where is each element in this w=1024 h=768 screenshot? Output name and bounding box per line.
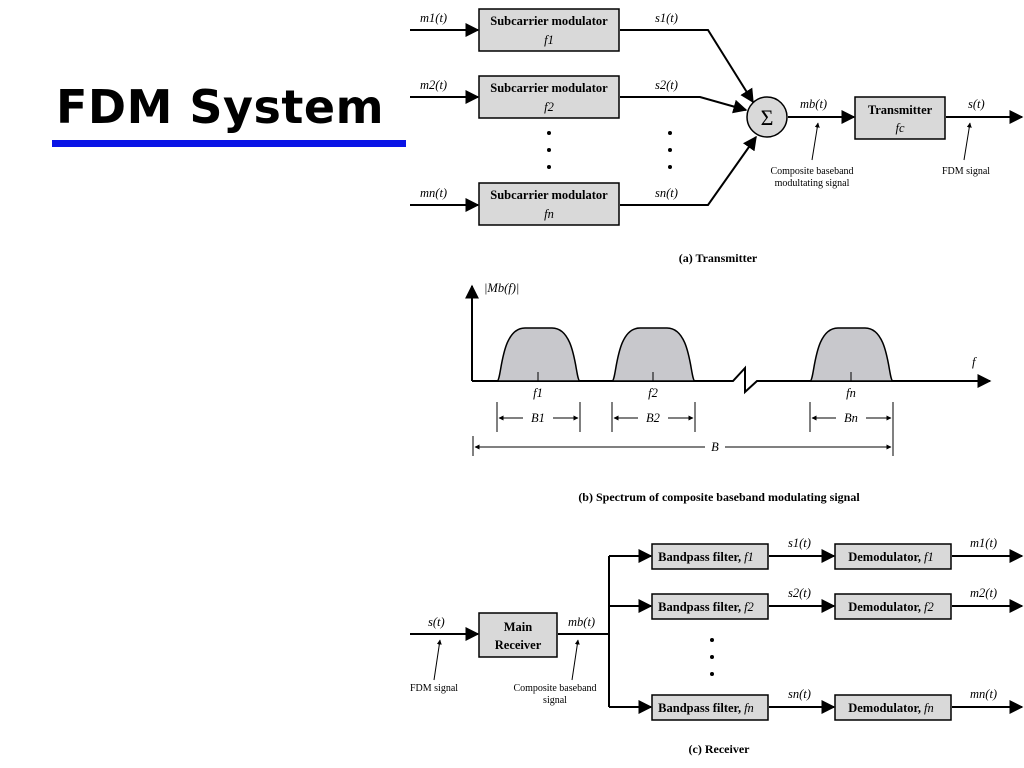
- fdm-pointer: [963, 122, 972, 161]
- output-label-1: s1(t): [655, 11, 678, 25]
- center-label-fn: fn: [846, 386, 856, 400]
- bandwidth-markers: [472, 402, 894, 456]
- rx-fdm-pointer: [433, 639, 442, 681]
- slide-title: FDM System: [56, 80, 385, 134]
- output-label-n: sn(t): [655, 186, 678, 200]
- composite-note-line1: Composite baseband: [770, 166, 853, 177]
- input-label-1: m1(t): [420, 11, 447, 25]
- output-label-2: s2(t): [655, 78, 678, 92]
- fdm-note: FDM signal: [942, 166, 990, 177]
- rx-output-label-2: m2(t): [970, 586, 997, 600]
- demodulator-2-label: Demodulator,f2: [848, 600, 934, 614]
- demodulator-n: [834, 694, 952, 721]
- bandpass-filter-n: [651, 694, 769, 721]
- composite-pointer: [811, 122, 820, 161]
- tx-output-label: s(t): [968, 97, 985, 111]
- rx-composite-note-line2: signal: [543, 695, 567, 706]
- title-underline: [52, 140, 406, 147]
- modulator-2-label: Subcarrier modulator: [490, 81, 608, 95]
- subcarrier-modulator-2: [478, 75, 620, 119]
- modulator-ellipsis: [547, 131, 672, 169]
- spectrum-section: |Mb(f)| f f1 f2 fn B1 B2 Bn: [465, 281, 992, 504]
- tx-baseband-label: mb(t): [800, 97, 827, 111]
- transmitter-box-label: Transmitter: [868, 103, 933, 117]
- bandwidth-label-b2: B2: [646, 411, 660, 425]
- receiver-section: s(t) Main Receiver mb(t) Bandpass filter…: [410, 536, 1024, 756]
- transmitter-box-freq: fc: [895, 121, 904, 135]
- s1-line: [620, 29, 754, 104]
- rx-output-label-n: mn(t): [970, 687, 997, 701]
- spectrum-band-1: [496, 327, 581, 382]
- transmitter-box: [854, 96, 946, 140]
- composite-note-line2: modultating signal: [775, 178, 850, 189]
- spectrum-xlabel: f: [972, 355, 977, 369]
- transmitter-section: m1(t) m2(t) mn(t) Subcarrier modulator f…: [410, 8, 1024, 265]
- spectrum-band-n: [809, 327, 894, 382]
- summer-circle: [746, 96, 788, 138]
- bandpass-filter-1-label: Bandpass filter,f1: [658, 550, 754, 564]
- main-receiver-label-2: Receiver: [495, 638, 542, 652]
- s2-line: [620, 96, 748, 114]
- bandwidth-label-bn: Bn: [844, 411, 858, 425]
- rx-composite-pointer: [571, 639, 580, 681]
- rx-composite-note-line1: Composite baseband: [513, 683, 596, 694]
- bandpass-filter-2: [651, 593, 769, 620]
- center-label-f1: f1: [533, 386, 543, 400]
- demodulator-2: [834, 593, 952, 620]
- filter-output-label-1: s1(t): [788, 536, 811, 550]
- sn-line: [620, 135, 757, 206]
- filter-output-label-2: s2(t): [788, 586, 811, 600]
- demodulator-1-label: Demodulator,f1: [848, 550, 934, 564]
- spectrum-ylabel: |Mb(f)|: [484, 281, 519, 295]
- main-receiver-box: [478, 612, 558, 658]
- modulator-1-label: Subcarrier modulator: [490, 14, 608, 28]
- bandwidth-label-b1: B1: [531, 411, 545, 425]
- subcarrier-modulator-1: [478, 8, 620, 52]
- total-bandwidth-label: B: [711, 440, 719, 454]
- input-label-2: m2(t): [420, 78, 447, 92]
- bandpass-filter-n-label: Bandpass filter,fn: [658, 701, 754, 715]
- caption-receiver: (c) Receiver: [689, 742, 751, 756]
- filter-ellipsis: [710, 638, 714, 676]
- input-label-n: mn(t): [420, 186, 447, 200]
- subcarrier-modulator-n: [478, 182, 620, 226]
- rx-baseband-label: mb(t): [568, 615, 595, 629]
- main-receiver-label-1: Main: [504, 620, 533, 634]
- bandpass-filter-1: [651, 543, 769, 570]
- demodulator-n-label: Demodulator,fn: [848, 701, 934, 715]
- rx-fdm-note: FDM signal: [410, 683, 458, 694]
- modulator-n-label: Subcarrier modulator: [490, 188, 608, 202]
- demodulator-1: [834, 543, 952, 570]
- rx-input-label: s(t): [428, 615, 445, 629]
- modulator-2-freq: f2: [544, 100, 554, 114]
- caption-spectrum: (b) Spectrum of composite baseband modul…: [578, 490, 860, 504]
- filter-output-label-n: sn(t): [788, 687, 811, 701]
- rx-output-label-1: m1(t): [970, 536, 997, 550]
- bandpass-filter-2-label: Bandpass filter,f2: [658, 600, 754, 614]
- center-label-f2: f2: [648, 386, 658, 400]
- caption-transmitter: (a) Transmitter: [679, 251, 758, 265]
- sigma-symbol: Σ: [761, 105, 774, 130]
- spectrum-band-2: [611, 327, 696, 382]
- modulator-1-freq: f1: [544, 33, 554, 47]
- modulator-n-freq: fn: [544, 207, 554, 221]
